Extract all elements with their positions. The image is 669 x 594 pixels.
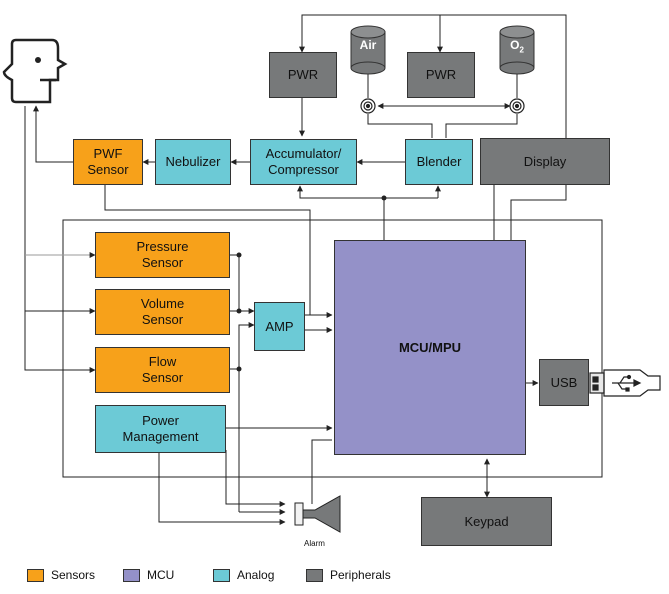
power-management-block: Power Management (95, 405, 226, 453)
accumulator-compressor-block: Accumulator/ Compressor (250, 139, 357, 185)
power-line1: Power (142, 413, 179, 428)
o2-text: O (510, 38, 520, 52)
pressure-line1: Pressure (136, 239, 189, 254)
display-block: Display (480, 138, 610, 185)
legend-mcu: MCU (123, 568, 174, 582)
legend-mcu-label: MCU (147, 568, 175, 582)
legend-sensors-label: Sensors (51, 568, 96, 582)
patient-head-icon (2, 38, 68, 104)
usb-plug-icon (589, 369, 661, 397)
o2-label: O2 (500, 38, 534, 54)
volume-line1: Volume (140, 296, 185, 311)
legend-analog-label: Analog (237, 568, 275, 582)
blender-label: Blender (416, 154, 462, 169)
blender-block: Blender (405, 139, 473, 185)
legend-mcu-swatch (123, 568, 140, 582)
o2-subscript: 2 (519, 45, 524, 55)
mcu-mpu-block: MCU/MPU (334, 240, 526, 455)
usb-label: USB (550, 374, 578, 390)
flow-line1: Flow (148, 354, 177, 369)
amp-label: AMP (265, 318, 294, 334)
legend-analog-swatch (213, 568, 230, 582)
pwf-sensor-block: PWF Sensor (73, 139, 143, 185)
usb-block: USB (539, 359, 589, 406)
keypad-block: Keypad (421, 497, 552, 546)
accumulator-line2: Compressor (268, 162, 339, 177)
display-label: Display (523, 153, 567, 169)
pwf-sensor-line2: Sensor (87, 162, 129, 177)
legend-sensors: Sensors (27, 568, 95, 582)
speaker-icon (294, 495, 341, 533)
air-tank-icon (350, 25, 386, 75)
pressure-line2: Sensor (141, 255, 184, 270)
legend-peripherals-label: Peripherals (330, 568, 391, 582)
pressure-sensor-block: Pressure Sensor (95, 232, 230, 278)
volume-line2: Sensor (141, 312, 184, 327)
valve-icon (360, 98, 525, 114)
flow-line2: Sensor (141, 370, 184, 385)
keypad-label: Keypad (464, 513, 509, 529)
oxygen-tank-icon (499, 25, 535, 75)
nebulizer-label: Nebulizer (165, 154, 221, 169)
legend-peripherals-swatch (306, 568, 323, 582)
mcu-label: MCU/MPU (398, 339, 462, 355)
accumulator-line1: Accumulator/ (265, 146, 342, 161)
amp-block: AMP (254, 302, 305, 351)
air-label: Air (359, 38, 377, 52)
nebulizer-block: Nebulizer (155, 139, 231, 185)
pwr-left-block: PWR (269, 52, 337, 98)
alarm-label: Alarm (304, 539, 325, 548)
flow-sensor-block: Flow Sensor (95, 347, 230, 393)
power-line2: Management (122, 429, 199, 444)
pwr-left-label: PWR (287, 67, 319, 82)
pwr-right-block: PWR (407, 52, 475, 98)
volume-sensor-block: Volume Sensor (95, 289, 230, 335)
legend-peripherals: Peripherals (306, 568, 391, 582)
pwr-right-label: PWR (425, 67, 457, 82)
pwf-sensor-line1: PWF (93, 146, 123, 161)
legend-analog: Analog (213, 568, 274, 582)
system-boundary (62, 219, 603, 478)
legend-sensors-swatch (27, 568, 44, 582)
